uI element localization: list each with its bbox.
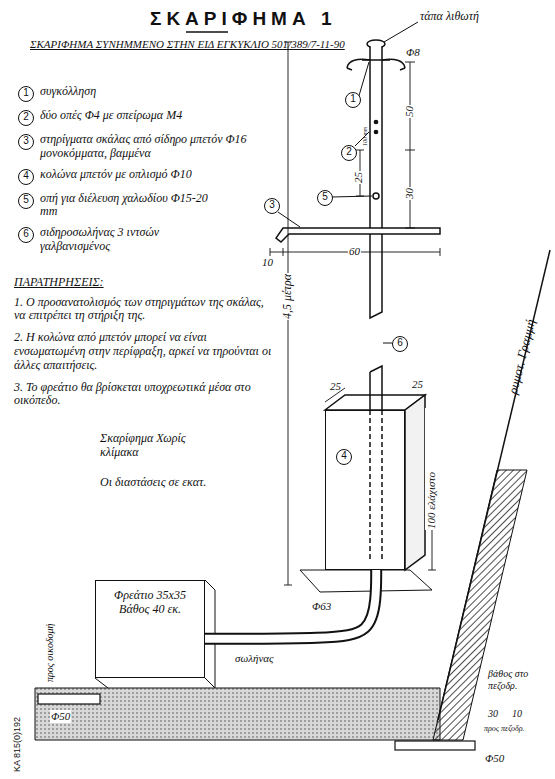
dimension: 50 xyxy=(403,105,416,118)
callout-number: 2 xyxy=(341,145,357,161)
direction-label: προς πεζοδρ. xyxy=(484,724,525,733)
conduit-bore xyxy=(205,570,376,639)
dimension: 10 xyxy=(262,256,273,269)
pit-box: Φρεάτιο 35x35 Βάθος 40 εκ. xyxy=(95,580,205,678)
legend-text: σιδηροσωλήνας 3 ιντσών γαλβανισμένος xyxy=(40,226,200,254)
callout-number: 5 xyxy=(317,190,333,206)
dimension: Φ50 xyxy=(485,752,504,765)
part-label: τάπα λιθωτή xyxy=(420,10,479,24)
callout-number: 1 xyxy=(18,86,34,102)
pipe-right xyxy=(395,741,475,750)
dimension: 100 ελάχιστο xyxy=(425,408,438,530)
dimension: 30 xyxy=(488,708,498,720)
callout-number: 5 xyxy=(18,193,34,209)
pole xyxy=(347,40,405,560)
ladder-step xyxy=(276,228,440,242)
dimension: Φ50 xyxy=(50,710,71,723)
pit-walls xyxy=(95,580,215,688)
reference-number: ΚΑ 815(0)192 xyxy=(12,717,22,772)
dimension: 25 xyxy=(330,380,341,393)
legend-text: οπή για διέλευση χαλωδίου Φ15-20 mm xyxy=(40,192,215,220)
note: 1. Ο προσανατολισμός των στηριγμάτων της… xyxy=(14,296,276,324)
slope-hatch xyxy=(433,470,527,740)
dimension: 10 xyxy=(512,708,522,720)
pipe-label: σωλήνας xyxy=(235,652,274,665)
building-line-label: ρυμοτ. Γραμμή xyxy=(506,318,539,396)
subtitle: ΣΚΑΡΙΦΗΜΑ ΣΥΝΗΜΜΕΝΟ ΣΤΗΝ ΕΙΔ ΕΓΚΥΚΛΙΟ 50… xyxy=(30,38,345,51)
title: ΣΚΑΡΙΦΗΜΑ 1 xyxy=(150,8,337,30)
footing xyxy=(300,570,432,592)
node-text: Φρεάτιο 35x35 Βάθος 40 εκ. xyxy=(102,589,198,617)
legend-text: κολώνα μπετόν με οπλισμό Φ10 xyxy=(40,168,205,182)
dimension: 30 xyxy=(403,187,416,200)
dimension: 100 mm xyxy=(362,127,369,146)
callout-number: 4 xyxy=(336,449,352,465)
conduit-group xyxy=(205,570,376,639)
note: 3. Το φρεάτιο θα βρίσκεται υποχρεωτικά μ… xyxy=(14,381,276,409)
pipe-left xyxy=(38,694,100,704)
direction-label: προς οικοδομή xyxy=(44,623,56,682)
leader-lines xyxy=(278,22,418,343)
scale-note: Σκαρίφημα Χωρίς κλίμακα xyxy=(100,432,200,460)
dimension: 4,5 μέτρα xyxy=(281,273,295,320)
units-note: Οι διαστάσεις σε εκατ. xyxy=(100,476,280,490)
callout-number: 4 xyxy=(18,169,34,185)
dimension: Φ8 xyxy=(406,46,420,59)
dimension: Φ63 xyxy=(312,600,331,613)
callout-number: 6 xyxy=(18,227,34,243)
callout-number: 3 xyxy=(18,134,34,150)
legend-text: στηρίγματα σκάλας από σίδηρο μπετόν Φ16 … xyxy=(40,133,270,161)
depth-label: βάθος στο πεζοδρ. xyxy=(488,668,550,691)
dimension: 25 xyxy=(412,378,423,391)
note: 2. Η κολώνα από μπετόν μπορεί να είναι ε… xyxy=(14,331,276,372)
dimension: 60 xyxy=(348,245,361,258)
callout-number: 6 xyxy=(392,336,408,352)
ground-slab xyxy=(35,688,440,740)
notes-heading: ΠΑΡΑΤΗΡΗΣΕΙΣ: xyxy=(14,276,104,290)
callout-number: 2 xyxy=(18,110,34,126)
legend-text: δύο οπές Φ4 με σπείρωμα Μ4 xyxy=(40,109,270,123)
legend-text: συγκόλληση xyxy=(40,85,270,99)
concrete-column: 4 xyxy=(325,410,405,570)
column-side xyxy=(405,395,425,570)
dimension: 25 xyxy=(352,171,365,184)
conduit-pipe xyxy=(205,570,376,639)
callout-number: 1 xyxy=(345,92,361,108)
callout-number: 3 xyxy=(264,198,280,214)
